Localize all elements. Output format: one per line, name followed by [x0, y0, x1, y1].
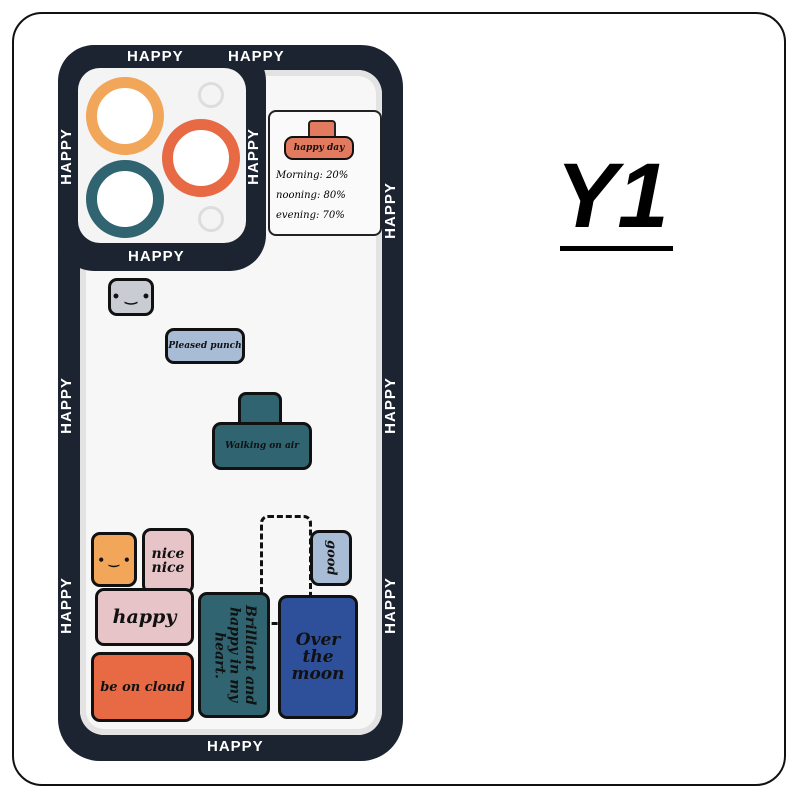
be-on-cloud-sticker: be on cloud [91, 652, 194, 722]
happy-right-3: HAPPY [381, 577, 399, 634]
note-card: happy day Morning: 20% nooning: 80% even… [268, 110, 382, 236]
happy-left-2: HAPPY [57, 377, 75, 434]
happy-right-2: HAPPY [381, 377, 399, 434]
pleased-punch-sticker: Pleased punch [165, 328, 245, 364]
teal-lens-ring [86, 160, 164, 238]
gray-smiley-sticker: • ‿ • [108, 278, 154, 316]
yellow-lens-ring [86, 77, 164, 155]
note-line-3: evening: 70% [276, 210, 345, 221]
happy-left-3: HAPPY [57, 577, 75, 634]
happy-camera-bottom: HAPPY [128, 248, 185, 265]
sensor-ring [198, 206, 224, 232]
orange-lens-ring [162, 119, 240, 197]
happy-bottom: HAPPY [207, 738, 264, 755]
happy-top: HAPPY [127, 48, 184, 65]
note-line-2: nooning: 80% [276, 190, 346, 201]
note-line-1: Morning: 20% [276, 170, 349, 181]
good-text: good [323, 540, 339, 576]
good-sticker: good [310, 530, 352, 586]
brilliant-text: Brilliant and happy in my heart. [211, 604, 259, 706]
brilliant-sticker: Brilliant and happy in my heart. [198, 592, 270, 718]
yellow-smiley-sticker: • ‿ • [91, 532, 137, 587]
image-border [12, 12, 786, 786]
happy-camera-right: HAPPY [244, 128, 262, 185]
happy-top-2: HAPPY [228, 48, 285, 65]
nice-nice-sticker: nice nice [142, 528, 194, 594]
flash-ring [198, 82, 224, 108]
walking-on-air-sticker: Walking on air [212, 422, 312, 470]
model-label: Y1 [556, 145, 669, 247]
note-card-title: happy day [284, 136, 354, 160]
model-label-underline [560, 246, 673, 251]
happy-sticker: happy [95, 588, 194, 646]
happy-right-1: HAPPY [381, 182, 399, 239]
happy-left-1: HAPPY [57, 128, 75, 185]
over-the-moon-sticker: Over the moon [278, 595, 358, 719]
